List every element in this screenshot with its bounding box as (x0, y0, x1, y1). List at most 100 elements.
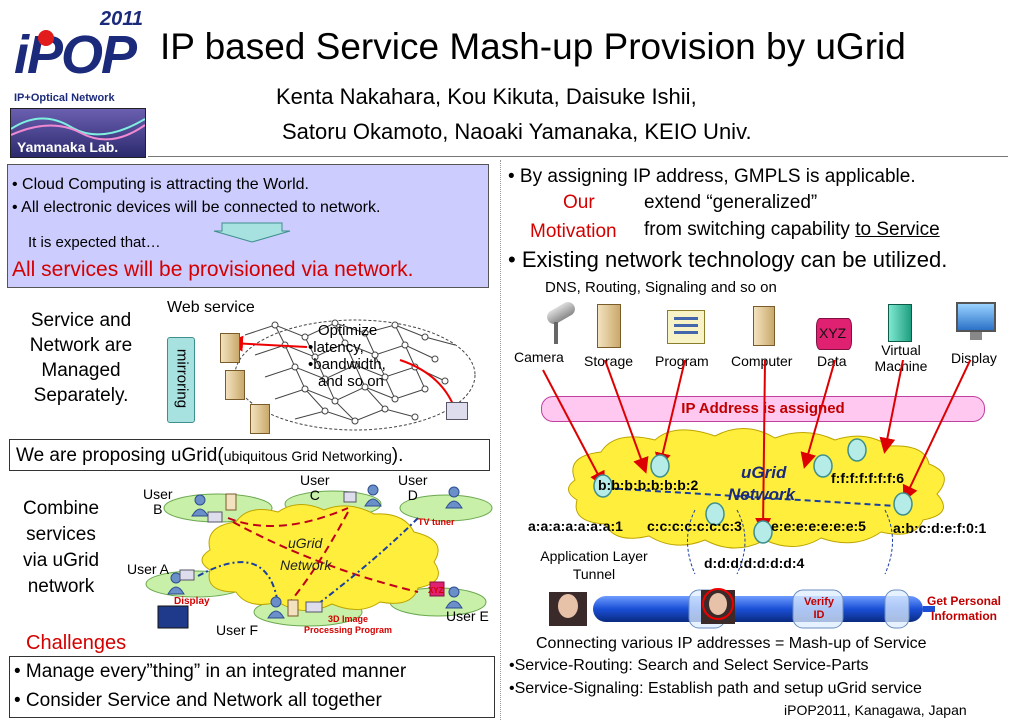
service-routing-text: •Service-Routing: Search and Select Serv… (509, 657, 869, 674)
optimize-line-4: and so on (318, 373, 384, 390)
personal-info-label: Get Personal Information (916, 594, 1012, 624)
authors-line-2: Satoru Okamoto, Naoaki Yamanaka, KEIO Un… (282, 119, 752, 144)
user-f-label: User F (216, 622, 258, 638)
user-c-label: User C (300, 473, 330, 503)
ugrid-network-diagram (542, 360, 972, 629)
mirroring-badge: mirroring (167, 337, 195, 423)
our-label: Our (563, 192, 595, 213)
user-a-label: User A (127, 561, 170, 577)
lab-banner: Yamanaka Lab. (10, 108, 146, 158)
address-f: f:f:f:f:f:f:f:6 (831, 470, 905, 486)
combine-line-3: via uGrid (22, 550, 100, 571)
separate-line-3: Managed (41, 360, 121, 381)
tv-tuner-label: TV tuner (418, 517, 455, 527)
server-icon (225, 370, 245, 400)
combine-diagram: uGrid Network (145, 484, 493, 629)
dns-text: DNS, Routing, Signaling and so on (545, 279, 777, 296)
xyz-small-label: XYZ (428, 586, 444, 595)
user-c-line-1: User (300, 472, 330, 488)
cloud-label-2: Network (280, 557, 332, 573)
app-layer-line-2: Tunnel (572, 566, 616, 582)
combine-caption: Combine services via uGrid network (6, 496, 116, 600)
lab-name: Yamanaka Lab. (17, 139, 119, 155)
display-label: Display (174, 596, 210, 607)
combine-line-4: network (27, 576, 95, 597)
ip-assigned-label: IP Address is assigned (681, 400, 845, 417)
virtual-machine-icon (888, 304, 912, 342)
proposal-sub: ubiquitous Grid Networking (223, 448, 392, 464)
image-program-line-2: Processing Program (304, 625, 393, 635)
logo-brand: iPOP (14, 25, 137, 85)
service-signaling-text: •Service-Signaling: Establish path and s… (509, 680, 922, 697)
wave-icon (11, 117, 145, 141)
page-title: IP based Service Mash-up Provision by uG… (160, 26, 906, 67)
right-bullet-existing: • Existing network technology can be uti… (508, 247, 948, 272)
image-program-line-1: 3D Image (328, 614, 369, 624)
right-bullet-gmpls: • By assigning IP address, GMPLS is appl… (508, 166, 916, 187)
proposal-end: ). (391, 445, 404, 466)
column-divider (500, 160, 501, 720)
computer-icon (446, 402, 468, 420)
computer-tower-icon (753, 306, 775, 346)
challenges-title: Challenges (26, 632, 127, 654)
verify-id-label: Verify ID (794, 596, 844, 622)
separate-caption: Service and Network are Managed Separate… (8, 308, 154, 408)
device-label-display: Display (951, 350, 997, 366)
address-abc: a:b:c:d:e:f:0:1 (893, 520, 987, 536)
user-e-label: User E (446, 608, 489, 624)
challenge-item-2: • Consider Service and Network all toget… (14, 690, 382, 711)
separate-line-1: Service and (30, 310, 132, 331)
display-icon (956, 302, 996, 344)
data-icon: XYZ (816, 318, 852, 350)
user-b-line-2: B (153, 501, 163, 517)
optimize-note: Optimize •latency, •bandwidth, and so on (308, 322, 386, 390)
down-arrow-icon (213, 222, 291, 243)
logo: 2011 iPOP IP+Optical Network Yamanaka La… (8, 8, 148, 158)
address-c: c:c:c:c:c:c:c:3 (647, 518, 742, 534)
challenges-box: • Manage every”thing” in an integrated m… (9, 656, 495, 718)
proposal-main: We are proposing uGrid( (16, 445, 224, 466)
user-c-line-2: C (309, 487, 320, 503)
image-program-label: 3D Image Processing Program (304, 614, 392, 636)
optimize-line-3: •bandwidth, (308, 356, 386, 373)
proposal-box: We are proposing uGrid(ubiquitous Grid N… (9, 439, 490, 471)
server-icon (250, 404, 270, 434)
from-switching: from switching capability (644, 219, 856, 240)
conclusion-text: All services will be provisioned via net… (12, 258, 414, 281)
expected-text: It is expected that… (28, 234, 161, 251)
ugrid-label-1: uGrid (741, 463, 787, 482)
user-b-line-1: User (143, 486, 173, 502)
combine-line-2: services (26, 524, 96, 545)
switching-text: from switching capability to Service (644, 219, 940, 241)
personal-line-2: Information (931, 609, 997, 623)
device-label-program: Program (655, 353, 709, 369)
logo-year: 2011 (100, 8, 144, 30)
to-service: to Service (855, 219, 940, 240)
app-layer-label: Application Layer Tunnel (526, 547, 662, 583)
motivation-label: Motivation (530, 221, 617, 242)
address-a: a:a:a:a:a:a:a:1 (528, 518, 623, 534)
storage-icon (597, 304, 621, 348)
footer-venue: iPOP2011, Kanagawa, Japan (784, 702, 967, 718)
mirroring-label: mirroring (173, 348, 191, 409)
cloud-label-1: uGrid (288, 535, 323, 551)
logo-tagline: IP+Optical Network (14, 92, 115, 104)
personal-line-1: Get Personal (926, 594, 1002, 608)
separate-line-4: Separately. (33, 385, 129, 406)
proposal-text: We are proposing uGrid(ubiquitous Grid N… (16, 445, 403, 467)
address-d: d:d:d:d:d:d:d:4 (704, 555, 805, 571)
bullet-cloud: • Cloud Computing is attracting the Worl… (12, 176, 309, 193)
user-b-label: User B (143, 487, 173, 517)
network-mesh (227, 319, 476, 431)
verify-line-1: Verify (804, 596, 834, 608)
device-label-camera: Camera (514, 349, 564, 365)
logo-dot-icon (38, 30, 54, 46)
header-divider (148, 156, 1008, 157)
user-d-label: User D (398, 473, 428, 503)
separate-line-2: Network are (29, 335, 133, 356)
app-layer-line-1: Application Layer (540, 548, 648, 564)
device-label-computer: Computer (731, 353, 793, 369)
motivation-box: • Cloud Computing is attracting the Worl… (7, 164, 489, 288)
bullet-devices: • All electronic devices will be connect… (12, 199, 381, 216)
ugrid-label-2: Network (728, 485, 796, 504)
